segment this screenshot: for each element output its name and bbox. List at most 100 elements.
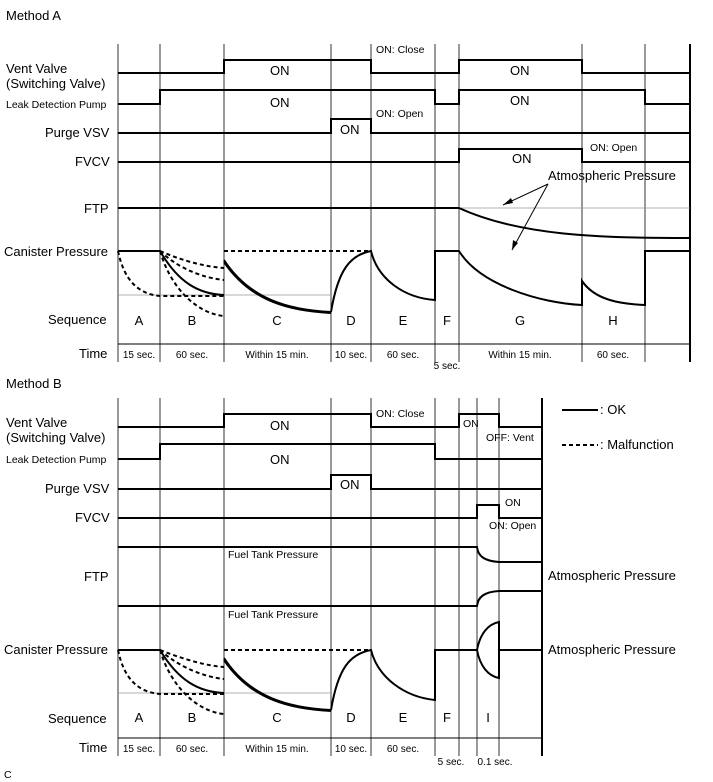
fvcv-waveform-b — [118, 504, 542, 519]
canister-pressure-label: Canister Pressure — [4, 244, 108, 259]
leak-pump-label-b: Leak Detection Pump — [6, 454, 107, 466]
time-b-4: 60 sec. — [387, 744, 419, 755]
ftp-upper-waveform — [118, 546, 542, 563]
vent-valve-on-short-label: ON — [463, 418, 479, 430]
canister-malfunction-b2-b — [159, 649, 225, 680]
ftp-waveform — [118, 207, 691, 239]
sequence-g: G — [515, 313, 525, 328]
atmospheric-pointer-canister — [511, 183, 549, 251]
purge-vsv-on-label: ON — [340, 122, 360, 137]
vent-valve-waveform-b — [118, 413, 542, 428]
sequence-b-a: A — [135, 710, 144, 725]
legend: : OK : Malfunction — [562, 402, 674, 452]
canister-malfunction-a — [117, 250, 224, 297]
method-b-diagram: Method B Vent Valve (Switching Valve) Le… — [4, 376, 676, 768]
method-a-diagram: Method A Vent Valve (Switching Valve) Le… — [4, 8, 691, 372]
vent-valve-on-close-note: ON: Close — [376, 44, 425, 56]
sequence-h: H — [608, 313, 617, 328]
fuel-tank-pressure-lower: Fuel Tank Pressure — [228, 609, 318, 621]
leak-pump-on-open-note: ON: Open — [376, 108, 423, 120]
purge-vsv-waveform — [118, 118, 690, 134]
canister-ok-waveform-2 — [223, 261, 332, 314]
ftp-label-b: FTP — [84, 569, 109, 584]
canister-malfunction-a-b — [117, 649, 224, 695]
sequence-b: B — [188, 313, 197, 328]
vent-valve-on-label: ON — [270, 63, 290, 78]
vent-valve-label: Vent Valve — [6, 61, 67, 76]
purge-vsv-on-label-b: ON — [340, 477, 360, 492]
sequence-e: E — [399, 313, 408, 328]
time-7: 60 sec. — [597, 350, 629, 361]
canister-malfunction-b1 — [159, 250, 225, 317]
time-b-2: Within 15 min. — [245, 744, 308, 755]
atmospheric-pressure-label: Atmospheric Pressure — [548, 168, 676, 183]
canister-ok-waveform — [118, 249, 690, 313]
method-b-title: Method B — [6, 376, 62, 391]
canister-malfunction-b3-b — [159, 649, 225, 668]
time-b-3: 10 sec. — [335, 744, 367, 755]
time-3: 10 sec. — [335, 350, 367, 361]
leak-pump-label: Leak Detection Pump — [6, 99, 107, 111]
purge-vsv-label-b: Purge VSV — [45, 481, 110, 496]
time-b-0: 15 sec. — [123, 744, 155, 755]
switching-valve-label-b: (Switching Valve) — [6, 430, 105, 445]
sequence-a: A — [135, 313, 144, 328]
method-a-title: Method A — [6, 8, 61, 23]
method-b-phase-lines — [117, 398, 543, 756]
method-a-time-labels: 15 sec.60 sec.Within 15 min.10 sec.60 se… — [123, 350, 629, 372]
time-1: 60 sec. — [176, 350, 208, 361]
time-b-1: 60 sec. — [176, 744, 208, 755]
sequence-c: C — [272, 313, 281, 328]
purge-vsv-waveform-b — [118, 474, 542, 490]
time-label: Time — [79, 346, 107, 361]
fvcv-on-label: ON — [512, 151, 532, 166]
time-4: 60 sec. — [387, 350, 419, 361]
leak-pump-waveform — [118, 89, 690, 105]
vent-valve-on-label-2: ON — [510, 63, 530, 78]
vent-valve-on-label-b: ON — [270, 418, 290, 433]
atmospheric-pressure-label-b: Atmospheric Pressure — [548, 568, 676, 583]
time-2: Within 15 min. — [245, 350, 308, 361]
vent-valve-label-b: Vent Valve — [6, 415, 67, 430]
sequence-b-b: B — [188, 710, 197, 725]
sequence-d: D — [346, 313, 355, 328]
fvcv-label-b: FVCV — [75, 510, 110, 525]
atmospheric-pressure-label-b2: Atmospheric Pressure — [548, 642, 676, 657]
fvcv-waveform — [118, 148, 690, 163]
time-6: Within 15 min. — [488, 350, 551, 361]
sequence-b-d: D — [346, 710, 355, 725]
vent-valve-on-close-note-b: ON: Close — [376, 408, 425, 420]
method-b-time-labels: 15 sec. 60 sec. Within 15 min. 10 sec. 60 se… — [123, 744, 513, 768]
purge-vsv-label: Purge VSV — [45, 125, 110, 140]
canister-malfunction-b1-b — [159, 649, 225, 715]
sequence-b-i: I — [486, 710, 490, 725]
leak-pump-on-label: ON — [270, 95, 290, 110]
fvcv-on-label-b: ON — [505, 497, 521, 509]
canister-malfunction-b2 — [159, 250, 225, 281]
canister-pressure-label-b: Canister Pressure — [4, 642, 108, 657]
sequence-label-b: Sequence — [48, 711, 107, 726]
figure-code: C — [4, 769, 12, 781]
legend-ok-label: : OK — [600, 402, 626, 417]
canister-ok-waveform-b — [118, 620, 542, 711]
time-b-6: 0.1 sec. — [477, 757, 512, 768]
fuel-tank-pressure-upper: Fuel Tank Pressure — [228, 549, 318, 561]
arrowhead-ftp — [503, 198, 513, 205]
time-b-5: 5 sec. — [438, 757, 465, 768]
legend-malfunction-label: : Malfunction — [600, 437, 674, 452]
fvcv-label: FVCV — [75, 154, 110, 169]
fvcv-on-open-note-b: ON: Open — [489, 520, 536, 532]
sequence-b-e: E — [399, 710, 408, 725]
switching-valve-label: (Switching Valve) — [6, 76, 105, 91]
leak-pump-on-label-2: ON — [510, 93, 530, 108]
vent-valve-off-vent-note: OFF: Vent — [486, 432, 534, 444]
ftp-lower-waveform — [118, 590, 542, 607]
fvcv-on-open-note: ON: Open — [590, 142, 637, 154]
vent-valve-waveform — [118, 59, 690, 74]
canister-malfunction-b3 — [159, 250, 225, 269]
arrowhead-canister — [512, 240, 518, 250]
leak-pump-waveform-b — [118, 443, 542, 460]
